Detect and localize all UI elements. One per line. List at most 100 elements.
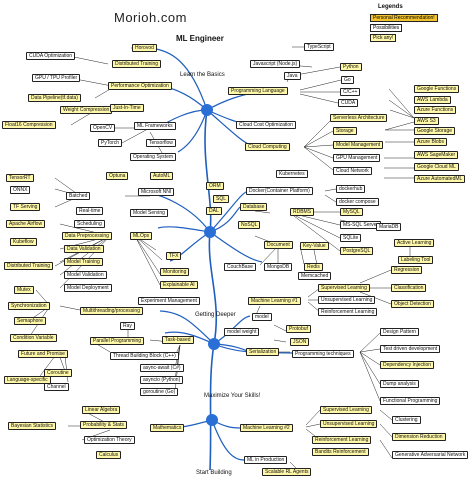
node-javascript[interactable]: Javascript (Node.js): [250, 60, 301, 68]
node-condition-variable[interactable]: Condition Variable: [10, 334, 57, 342]
node-cloud-network[interactable]: Cloud Network: [333, 167, 372, 175]
node-serialization[interactable]: Serialization: [246, 348, 280, 356]
node-google-storage[interactable]: Google Storage: [414, 127, 456, 135]
node-bayesian-statistics[interactable]: Bayesian Statistics: [8, 422, 56, 430]
node-typescript[interactable]: TypeScript: [304, 43, 334, 51]
node-optuna[interactable]: Optuna: [106, 172, 129, 180]
node-object-detection[interactable]: Object Detection: [391, 300, 434, 308]
node-rdbms[interactable]: RDBMS: [290, 208, 315, 216]
node-docker[interactable]: Docker(Container Platform): [246, 187, 313, 195]
node-mlops[interactable]: MLOps: [130, 232, 153, 240]
node-tensorflow[interactable]: Tensorflow: [146, 139, 176, 147]
node-nosql[interactable]: NoSQL: [238, 221, 261, 229]
node-mathematics[interactable]: Mathematics: [150, 424, 185, 432]
node-gan[interactable]: Generative Adversarial Network: [392, 451, 469, 459]
node-unsupervised-learning-2[interactable]: Unsupervised Learning: [320, 420, 378, 428]
node-coroutine[interactable]: Coroutine: [44, 369, 72, 377]
node-programming-techniques[interactable]: Programming techniques: [292, 350, 354, 358]
node-goroutine[interactable]: goroutine (Go): [140, 388, 179, 396]
node-mongodb[interactable]: MongoDB: [264, 263, 293, 271]
node-multithreading[interactable]: Multithreading/processing: [80, 307, 143, 315]
node-scheduling[interactable]: Scheduling: [74, 220, 105, 228]
node-machine-learning-1[interactable]: Machine Learning #1: [248, 297, 301, 305]
node-model[interactable]: model: [252, 313, 272, 321]
node-real-time[interactable]: Real-time: [76, 207, 104, 215]
node-probability-stats[interactable]: Probability & Stats: [80, 421, 127, 429]
node-opencv[interactable]: OpenCV: [90, 124, 116, 132]
node-mysql[interactable]: MySQL: [340, 208, 363, 216]
node-channel[interactable]: Channel: [44, 383, 69, 391]
node-mariadb[interactable]: MariaDB: [376, 223, 402, 231]
node-gpu-management[interactable]: GPU Management: [333, 154, 381, 162]
node-functional-programming[interactable]: Functional Programming: [380, 397, 441, 405]
node-ray[interactable]: Ray: [120, 322, 135, 330]
node-onnx[interactable]: ONNX: [10, 186, 31, 194]
node-dimension-reduction[interactable]: Dimension Reduction: [392, 433, 446, 441]
node-sqlite[interactable]: SQLite: [340, 234, 362, 242]
node-aws-s3[interactable]: AWS S3: [414, 117, 439, 125]
node-labeling-tool[interactable]: Labeling Tool: [398, 256, 434, 264]
node-future-and-promise[interactable]: Future and Promise: [18, 350, 68, 358]
node-performance-optimization[interactable]: Performance Optimization: [108, 82, 172, 90]
node-dump-analysis[interactable]: Dump analysis: [380, 380, 419, 388]
node-reinforcement-learning-2[interactable]: Reinforcement Learning: [312, 436, 372, 444]
node-parallel-programming[interactable]: Parallel Programming: [90, 337, 145, 345]
node-model-management[interactable]: Model Management: [333, 141, 384, 149]
node-json[interactable]: JSON: [290, 338, 310, 346]
node-asyncio[interactable]: asyncio (Python): [140, 376, 184, 384]
node-model-serving[interactable]: Model Serving: [130, 209, 168, 217]
node-classification[interactable]: Classification: [391, 284, 427, 292]
node-experiment-management[interactable]: Experiment Management: [138, 297, 200, 305]
node-float16-compression[interactable]: Float16 Compression: [2, 121, 56, 129]
node-cuda[interactable]: CUDA: [338, 99, 359, 107]
node-go[interactable]: Go: [341, 76, 354, 84]
node-data-validation[interactable]: Data Validation: [64, 245, 104, 253]
node-linear-algebra[interactable]: Linear Algebra: [82, 406, 121, 414]
node-key-value[interactable]: Key-Value: [300, 242, 329, 250]
node-data-pipeline[interactable]: Data Pipeline(tf.data): [28, 94, 81, 102]
node-synchronization[interactable]: Synchronization: [8, 302, 50, 310]
node-design-pattern[interactable]: Design Pattern: [380, 328, 420, 336]
node-apache-airflow[interactable]: Apache Airflow: [6, 220, 46, 228]
node-async-await[interactable]: async-await (C#): [140, 364, 184, 372]
node-dal[interactable]: DAL: [206, 207, 222, 215]
node-pytorch[interactable]: PyTorch: [98, 139, 123, 147]
node-task-based[interactable]: Task-based: [162, 336, 194, 344]
node-c-cpp[interactable]: C/C++: [340, 88, 361, 96]
node-dependency-injection[interactable]: Dependency Injection: [380, 361, 435, 369]
node-postgresql[interactable]: PostgreSQL: [340, 247, 374, 255]
node-semaphore[interactable]: Semaphore: [14, 317, 46, 325]
node-serverless-architecture[interactable]: Serverless Architecture: [330, 114, 388, 122]
node-reinforcement-learning[interactable]: Reinforcement Learning: [318, 308, 378, 316]
node-model-training[interactable]: Model Training: [64, 258, 103, 266]
node-clustering[interactable]: Clustering: [392, 416, 421, 424]
node-tensorrt[interactable]: TensorRT: [6, 174, 34, 182]
node-cuda-optimization[interactable]: CUDA Optimization: [26, 52, 76, 60]
node-model-validation[interactable]: Model Validation: [64, 271, 107, 279]
node-bandits-reinforcement[interactable]: Bandits Reinforcement: [312, 448, 369, 456]
node-tfx[interactable]: TFX: [166, 252, 182, 260]
node-protobuf[interactable]: Protobuf: [286, 325, 311, 333]
node-tf-serving[interactable]: TF Serving: [10, 203, 41, 211]
node-python[interactable]: Python: [340, 63, 362, 71]
node-couchbase[interactable]: CouchBase: [224, 263, 256, 271]
node-cloud-cost-optimization[interactable]: Cloud Cost Optimization: [236, 121, 296, 129]
node-operating-system[interactable]: Operating System: [130, 153, 177, 161]
node-just-in-time[interactable]: Just-In-Time: [110, 104, 144, 112]
node-thread-building-block[interactable]: Thread Building Block (C++): [110, 352, 179, 360]
node-google-functions[interactable]: Google Functions: [414, 85, 460, 93]
node-mutex[interactable]: Mutex: [14, 286, 34, 294]
node-horovod[interactable]: Horovod: [132, 44, 157, 52]
node-microsoft-nni[interactable]: Microsoft NNI: [138, 188, 175, 196]
node-orm[interactable]: ORM: [206, 182, 224, 190]
node-aws-lambda[interactable]: AWS Lambda: [414, 96, 451, 104]
node-model-deployment[interactable]: Model Deployment: [64, 284, 112, 292]
node-kubeflow[interactable]: Kubeflow: [10, 238, 37, 246]
node-scalable-rl-agents[interactable]: Scalable RL Agents: [262, 468, 312, 476]
node-document[interactable]: Document: [264, 241, 293, 249]
node-machine-learning-2[interactable]: Machine Learning #2: [240, 424, 293, 432]
node-ml-frameworks[interactable]: ML Frameworks: [134, 122, 176, 130]
node-gpu-tpu-profiler[interactable]: GPU / TPU Profiler: [32, 74, 81, 82]
node-programming-language[interactable]: Programming Language: [228, 87, 288, 95]
node-storage[interactable]: Storage: [333, 127, 357, 135]
